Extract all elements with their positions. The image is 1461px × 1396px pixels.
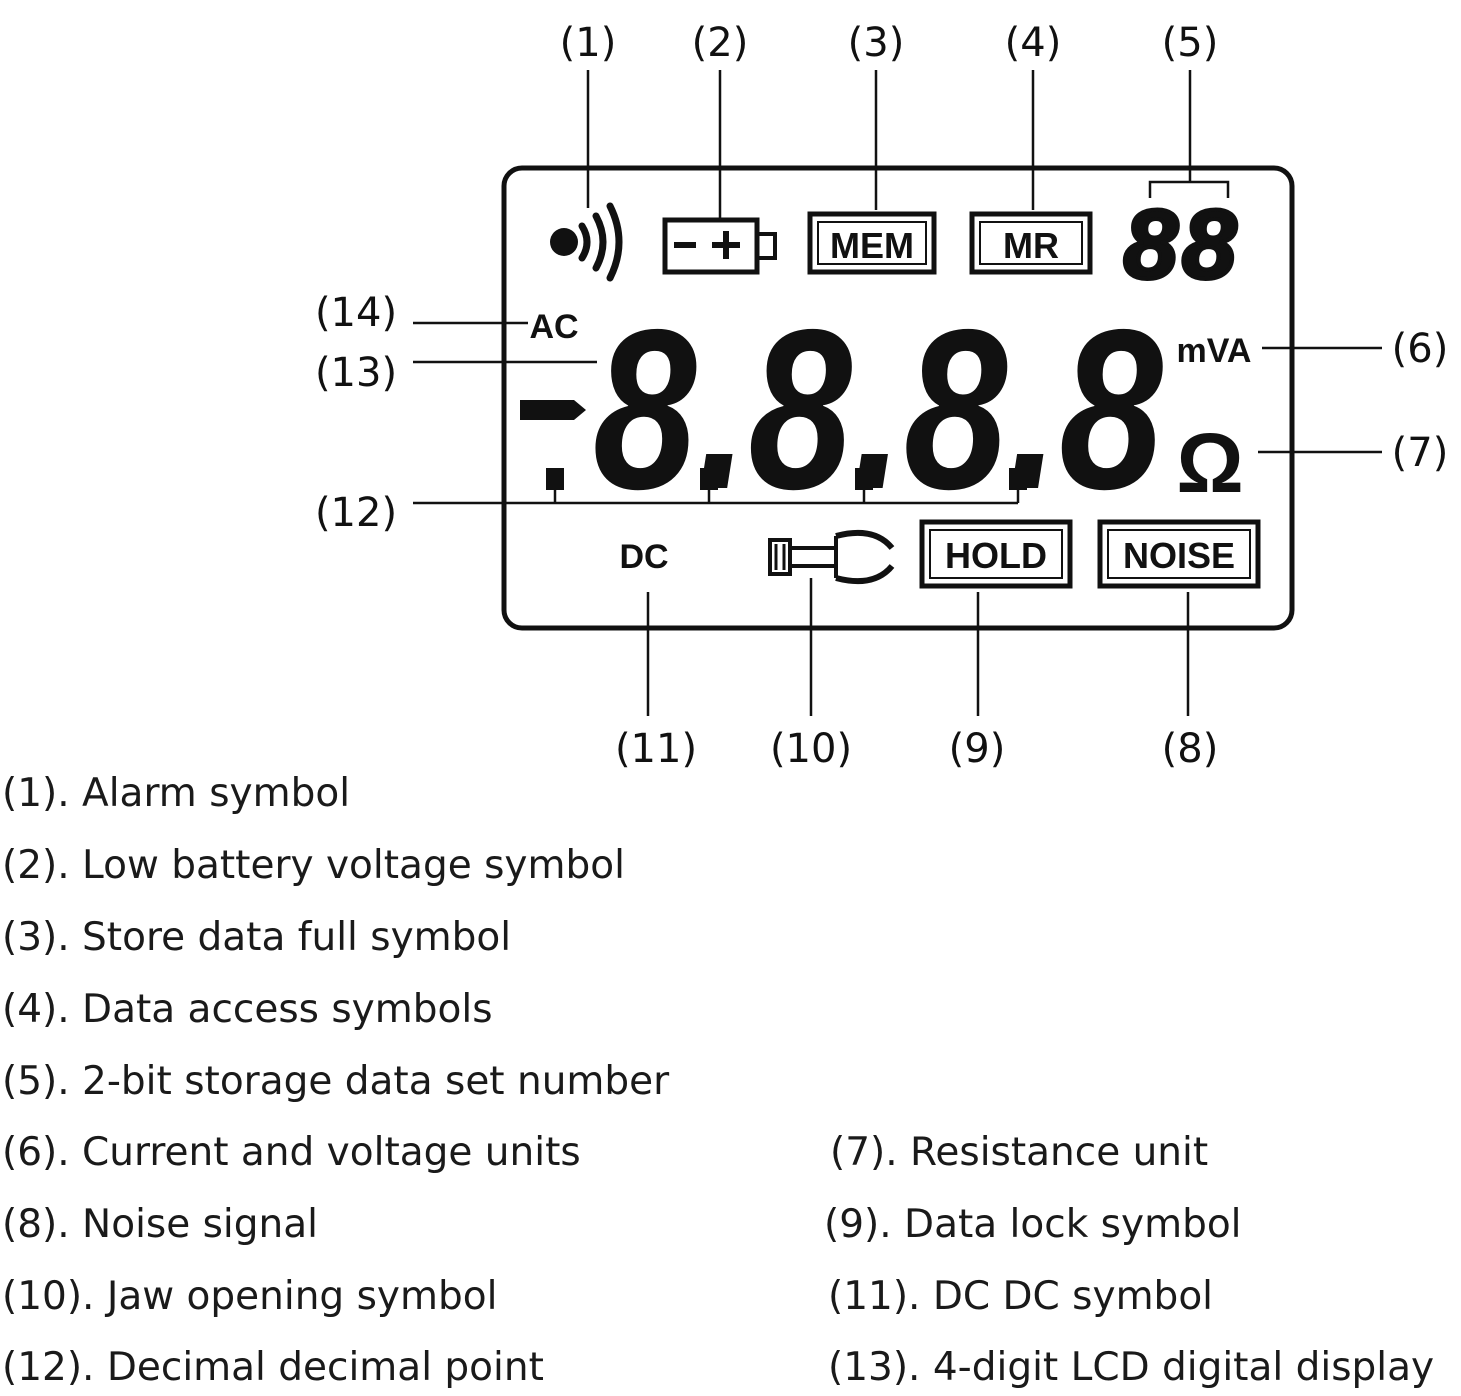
lcd-panel [501,165,1295,631]
callout-5: (5) [1162,20,1219,66]
minus-segment [520,400,586,420]
callout-10: (10) [770,726,852,772]
legend-item-8: (8). Noise signal [2,1202,318,1247]
noise-label: NOISE [1123,535,1235,576]
legend-item-2: (2). Low battery voltage symbol [2,843,625,888]
ac-indicator: AC [529,308,578,346]
callout-12: (12) [315,490,397,536]
callout-13: (13) [315,350,397,396]
hold-symbol: HOLD [919,519,1073,589]
callout-9: (9) [949,726,1006,772]
mem-symbol: MEM [807,211,937,275]
legend-item-12: (12). Decimal decimal point [2,1345,544,1390]
legend-item-13: (13). 4-digit LCD digital display [828,1345,1435,1390]
legend-item-3: (3). Store data full symbol [2,915,512,960]
lcd-diagram: (1) (2) (3) (4) (5) (6) (7) (8) (9) (10)… [315,20,1449,772]
mr-symbol: MR [969,211,1093,275]
callout-11: (11) [615,726,697,772]
battery-icon [662,217,777,275]
legend-item-9: (9). Data lock symbol [824,1202,1242,1247]
legend-item-6: (6). Current and voltage units [2,1130,581,1175]
noise-symbol: NOISE [1097,519,1261,589]
leader-lines [413,70,1382,716]
callout-3: (3) [848,20,905,66]
units-mva: mVA [1177,332,1252,370]
legend-item-4: (4). Data access symbols [2,987,493,1032]
dc-indicator: DC [619,538,668,576]
callout-14: (14) [315,290,397,336]
data-set-number: 88 [1123,189,1240,299]
callout-2: (2) [692,20,749,66]
mr-label: MR [1003,225,1059,266]
ohm-symbol: Ω [1176,416,1243,510]
callout-8: (8) [1162,726,1219,772]
legend-item-7: (7). Resistance unit [830,1130,1209,1175]
callout-7: (7) [1392,430,1449,476]
mem-label: MEM [830,225,914,266]
main-digits: 8.8.8.8 [593,283,1163,537]
decimal-points [546,468,1027,490]
jaw-open-icon [768,529,895,585]
callout-4: (4) [1005,20,1062,66]
hold-label: HOLD [945,535,1047,576]
callout-6: (6) [1392,326,1449,372]
alarm-icon [550,202,623,282]
callout-1: (1) [560,20,617,66]
legend-item-11: (11). DC DC symbol [828,1274,1214,1319]
legend-item-1: (1). Alarm symbol [2,771,351,816]
legend-item-10: (10). Jaw opening symbol [2,1274,498,1319]
legend-item-5: (5). 2-bit storage data set number [2,1059,670,1104]
